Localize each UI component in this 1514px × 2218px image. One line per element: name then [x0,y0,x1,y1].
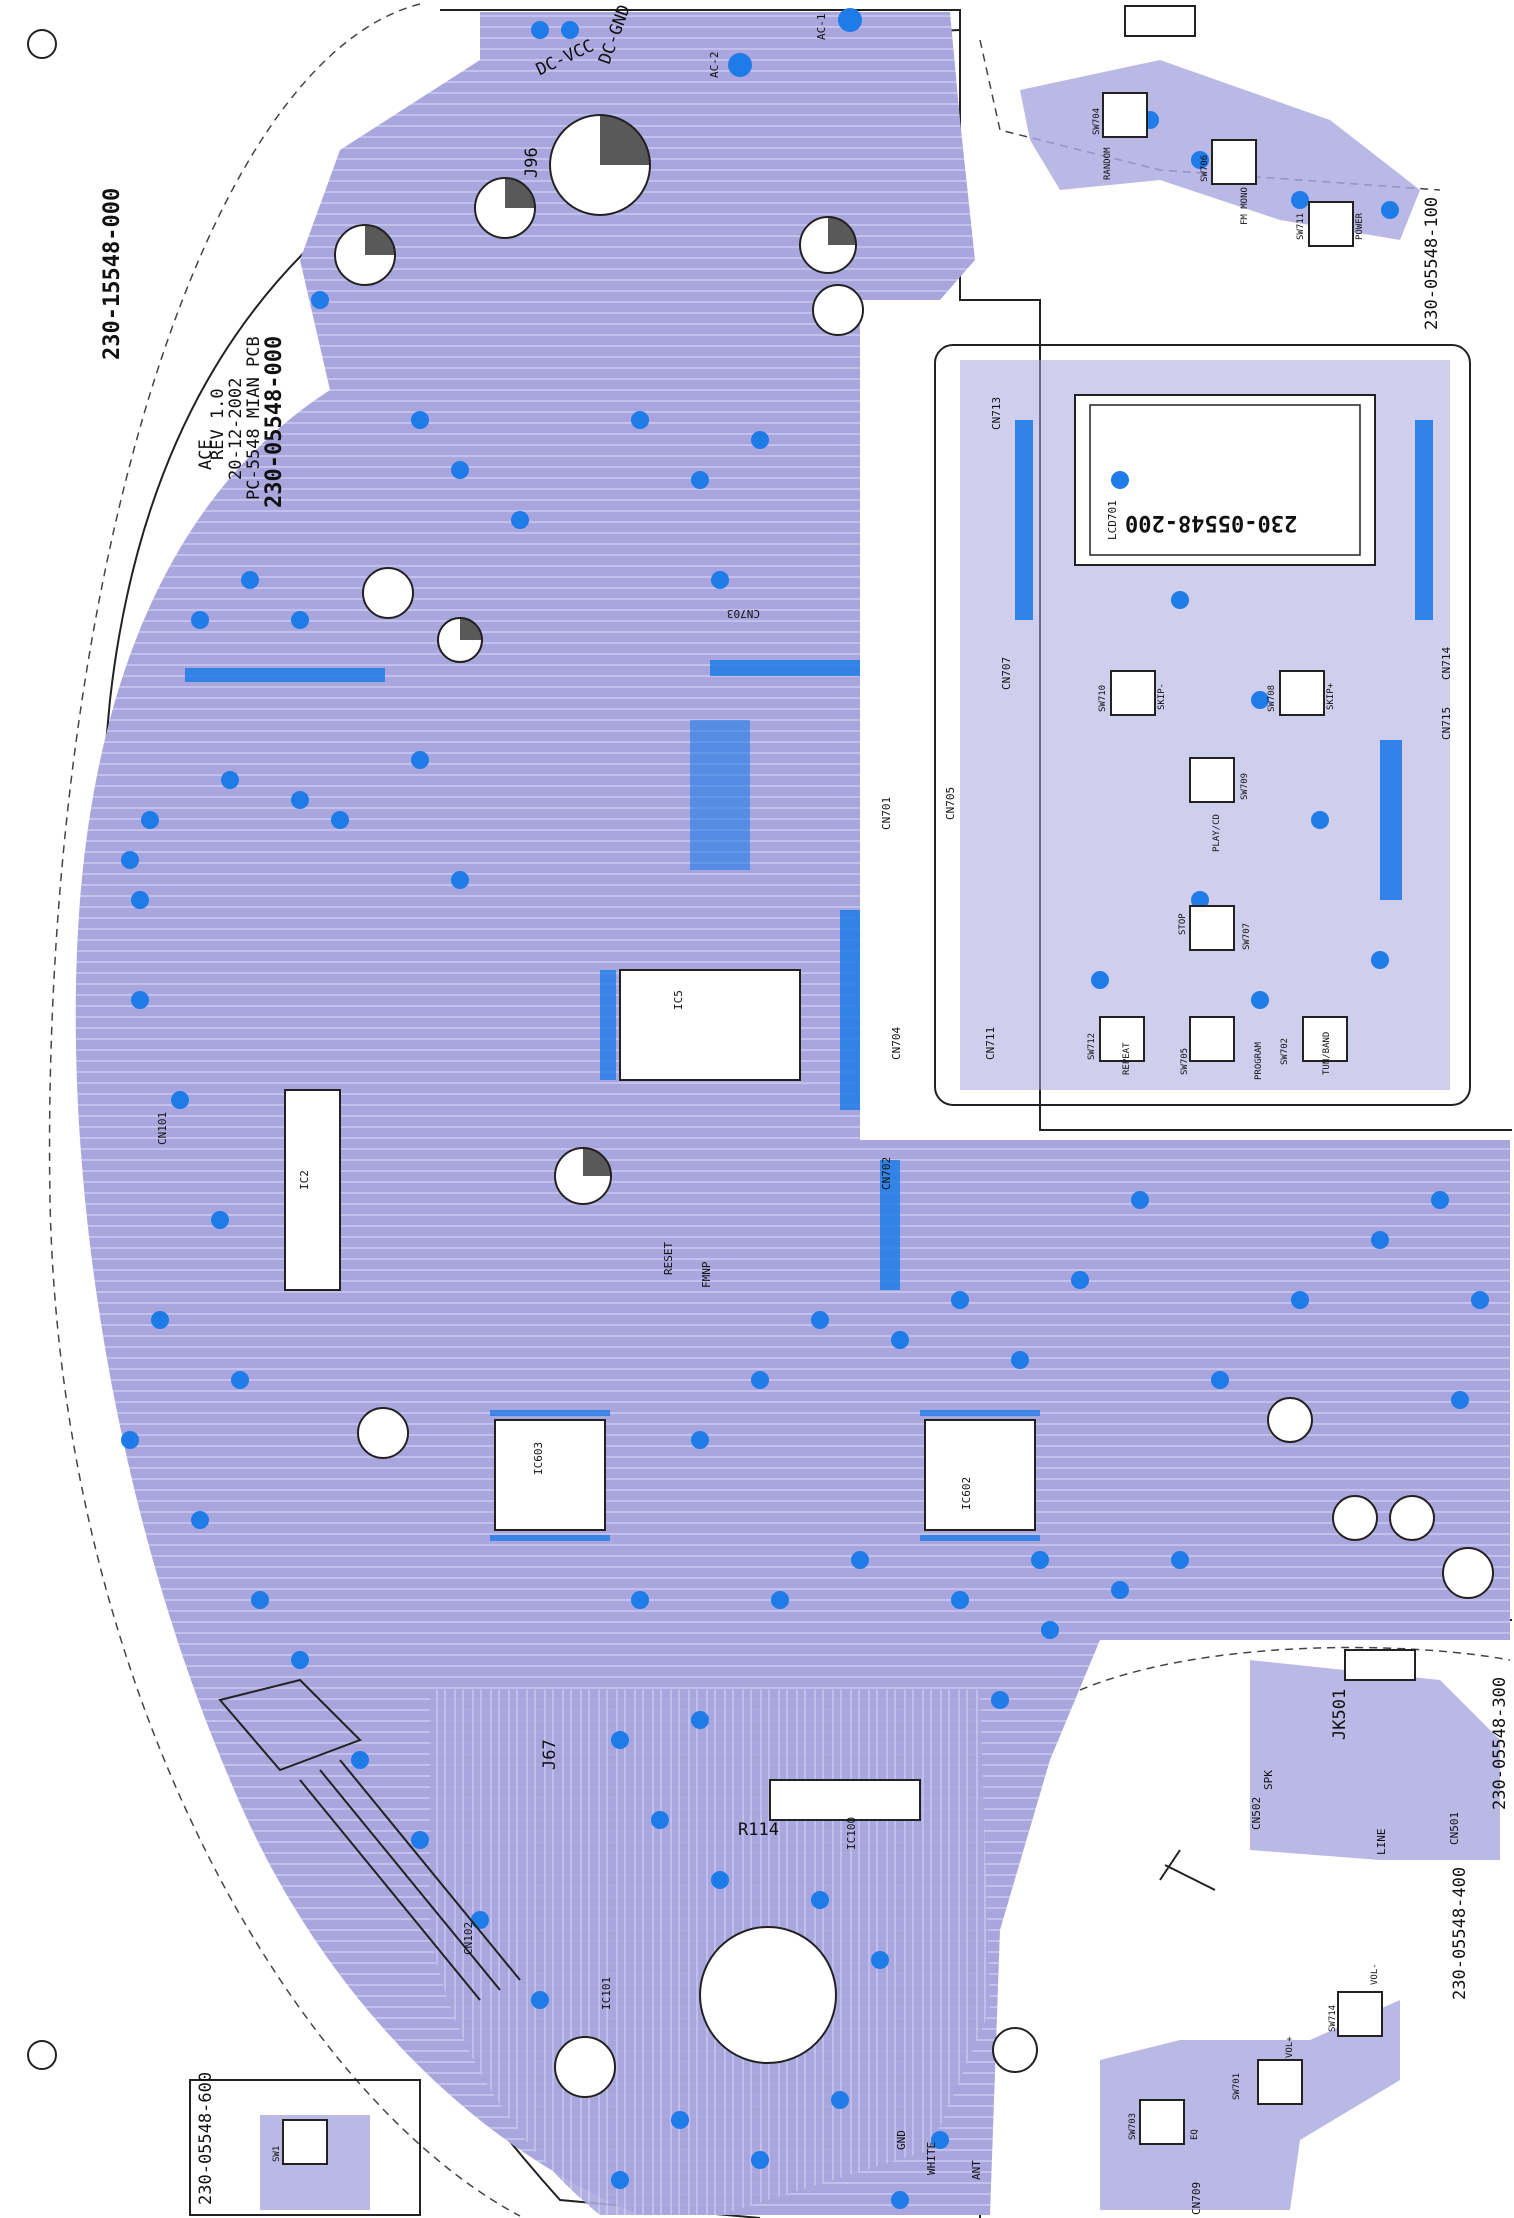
connector-cn713: CN713 [990,396,1003,430]
switch-sw703-label: EQ [1190,2129,1200,2140]
main-board-fill [75,12,1511,2215]
switch-sw701-id: SW701 [1232,2072,1242,2100]
ic-label-ic602: IC602 [960,1476,973,1510]
connector-cn101: CN101 [156,1111,169,1145]
cap-hatch [365,115,856,1176]
power-ac-2: AC-2 [708,51,721,79]
connector-cn102: CN102 [462,1921,475,1955]
switch-sw711-id: SW711 [1296,212,1306,240]
switch-sw702-id: SW702 [1280,1037,1290,1065]
label-reset: RESET [662,1241,675,1275]
label-white: WHITE [925,2141,938,2175]
jack-spk: SPK [1262,1770,1275,1790]
connector-cn707: CN707 [1000,656,1013,690]
switch-sw701-label: VOL+ [1285,2036,1295,2058]
switch-sw707-id: SW707 [1242,922,1252,950]
switch-sw710-label: SKIP- [1157,682,1167,710]
connector-cn702: CN702 [880,1156,893,1190]
ic-label-ic101: IC101 [600,1976,613,2010]
switch-sw702-label: TUN/BAND [1322,1031,1332,1075]
label-ant: ANT [970,2160,983,2180]
switch-sw712-id: SW712 [1087,1032,1097,1060]
switch-sw1-id: SW1 [272,2145,282,2162]
ic-packages [284,969,1036,1821]
switch-board-outline [189,2079,421,2216]
switch-sw714-label: VOL- [1370,1963,1380,1985]
switch-sw714-id: SW714 [1328,2004,1338,2032]
connector-cn703: CN703 [726,607,760,620]
switch-sw709-id: SW709 [1240,772,1250,800]
lcd-pins [1015,420,1433,900]
subboard-top-right-label: 230-05548-100 [1422,196,1442,330]
screw [1159,1849,1216,1891]
mounting-holes [27,29,1494,2070]
power-ac-1: AC-1 [815,13,828,41]
lcd-board [934,344,1471,1106]
switch-sw710-id: SW710 [1098,684,1108,712]
main-part-number: 230-15548-000 [100,187,125,360]
tactile-switches [282,92,1383,2165]
connector-cn705: CN705 [944,786,957,820]
volume-board [1100,2000,1400,2210]
subboard-switch-label: 230-05548-600 [196,2071,216,2205]
subboard-volume-label: 230-05548-400 [1450,1866,1470,2000]
ic-label-ic100: IC100 [845,1816,858,1850]
switch-sw712-label: REPEAT [1122,1042,1132,1075]
pcb-code-label: 230-05548-000 [262,335,287,508]
subboard-lcd-label: 230-05548-200 [1125,510,1298,535]
connector-cn715: CN715 [1440,706,1453,740]
switch-sw706-label: FM MONO [1240,187,1250,225]
connector-cn704: CN704 [890,1026,903,1060]
jack-line: LINE [1375,1828,1388,1856]
connector-cn501: CN501 [1448,1811,1461,1845]
switch-sw708-id: SW708 [1267,684,1277,712]
connector-cn502: CN502 [1250,1796,1263,1830]
subboard-jack-label: 230-05548-300 [1490,1676,1510,1810]
switch-sw705-label: PROGRAM [1254,1042,1264,1080]
connector-cn714: CN714 [1440,646,1453,680]
switch-sw709-label: PLAY/CD [1212,814,1222,852]
jack-jk501: JK501 [1330,1688,1350,1740]
label-j96: J96 [522,147,542,178]
jack-board [1250,1660,1500,1860]
connector-cn709: CN709 [1190,2181,1203,2215]
switch-sw704-id: SW704 [1092,107,1102,135]
connector-cn701: CN701 [880,796,893,830]
switch-sw707-label: STOP [1178,913,1188,935]
lcd-label: LCD701 [1106,500,1119,540]
switch-sw706-id: SW706 [1200,154,1210,182]
pads [121,8,1489,2209]
connector-cn711: CN711 [984,1026,997,1060]
ic-pin-rows [185,660,1040,1541]
label-r114: R114 [738,1820,779,1840]
pcb-name-label: PC-5548 MIAN PCB [244,336,264,500]
revision-label: REV 1.0 [208,388,228,460]
switch-sw705-id: SW705 [1180,1047,1190,1075]
switch-sw704-label: RANDOM [1103,147,1113,180]
label-fmnp: FMNP [700,1261,713,1289]
ic-label-ic603: IC603 [532,1441,545,1475]
ic-label-ic5: IC5 [672,990,685,1010]
label-gnd: GND [895,2130,908,2150]
ic-label-ic2: IC2 [298,1170,311,1190]
switch-sw711-label: POWER [1355,212,1365,240]
edge-fingers [218,1678,521,2001]
date-label: 20-12-2002 [226,377,246,480]
switch-sw708-label: SKIP+ [1326,682,1336,710]
label-j67: J67 [540,1739,560,1770]
switch-sw703-id: SW703 [1128,2112,1138,2140]
